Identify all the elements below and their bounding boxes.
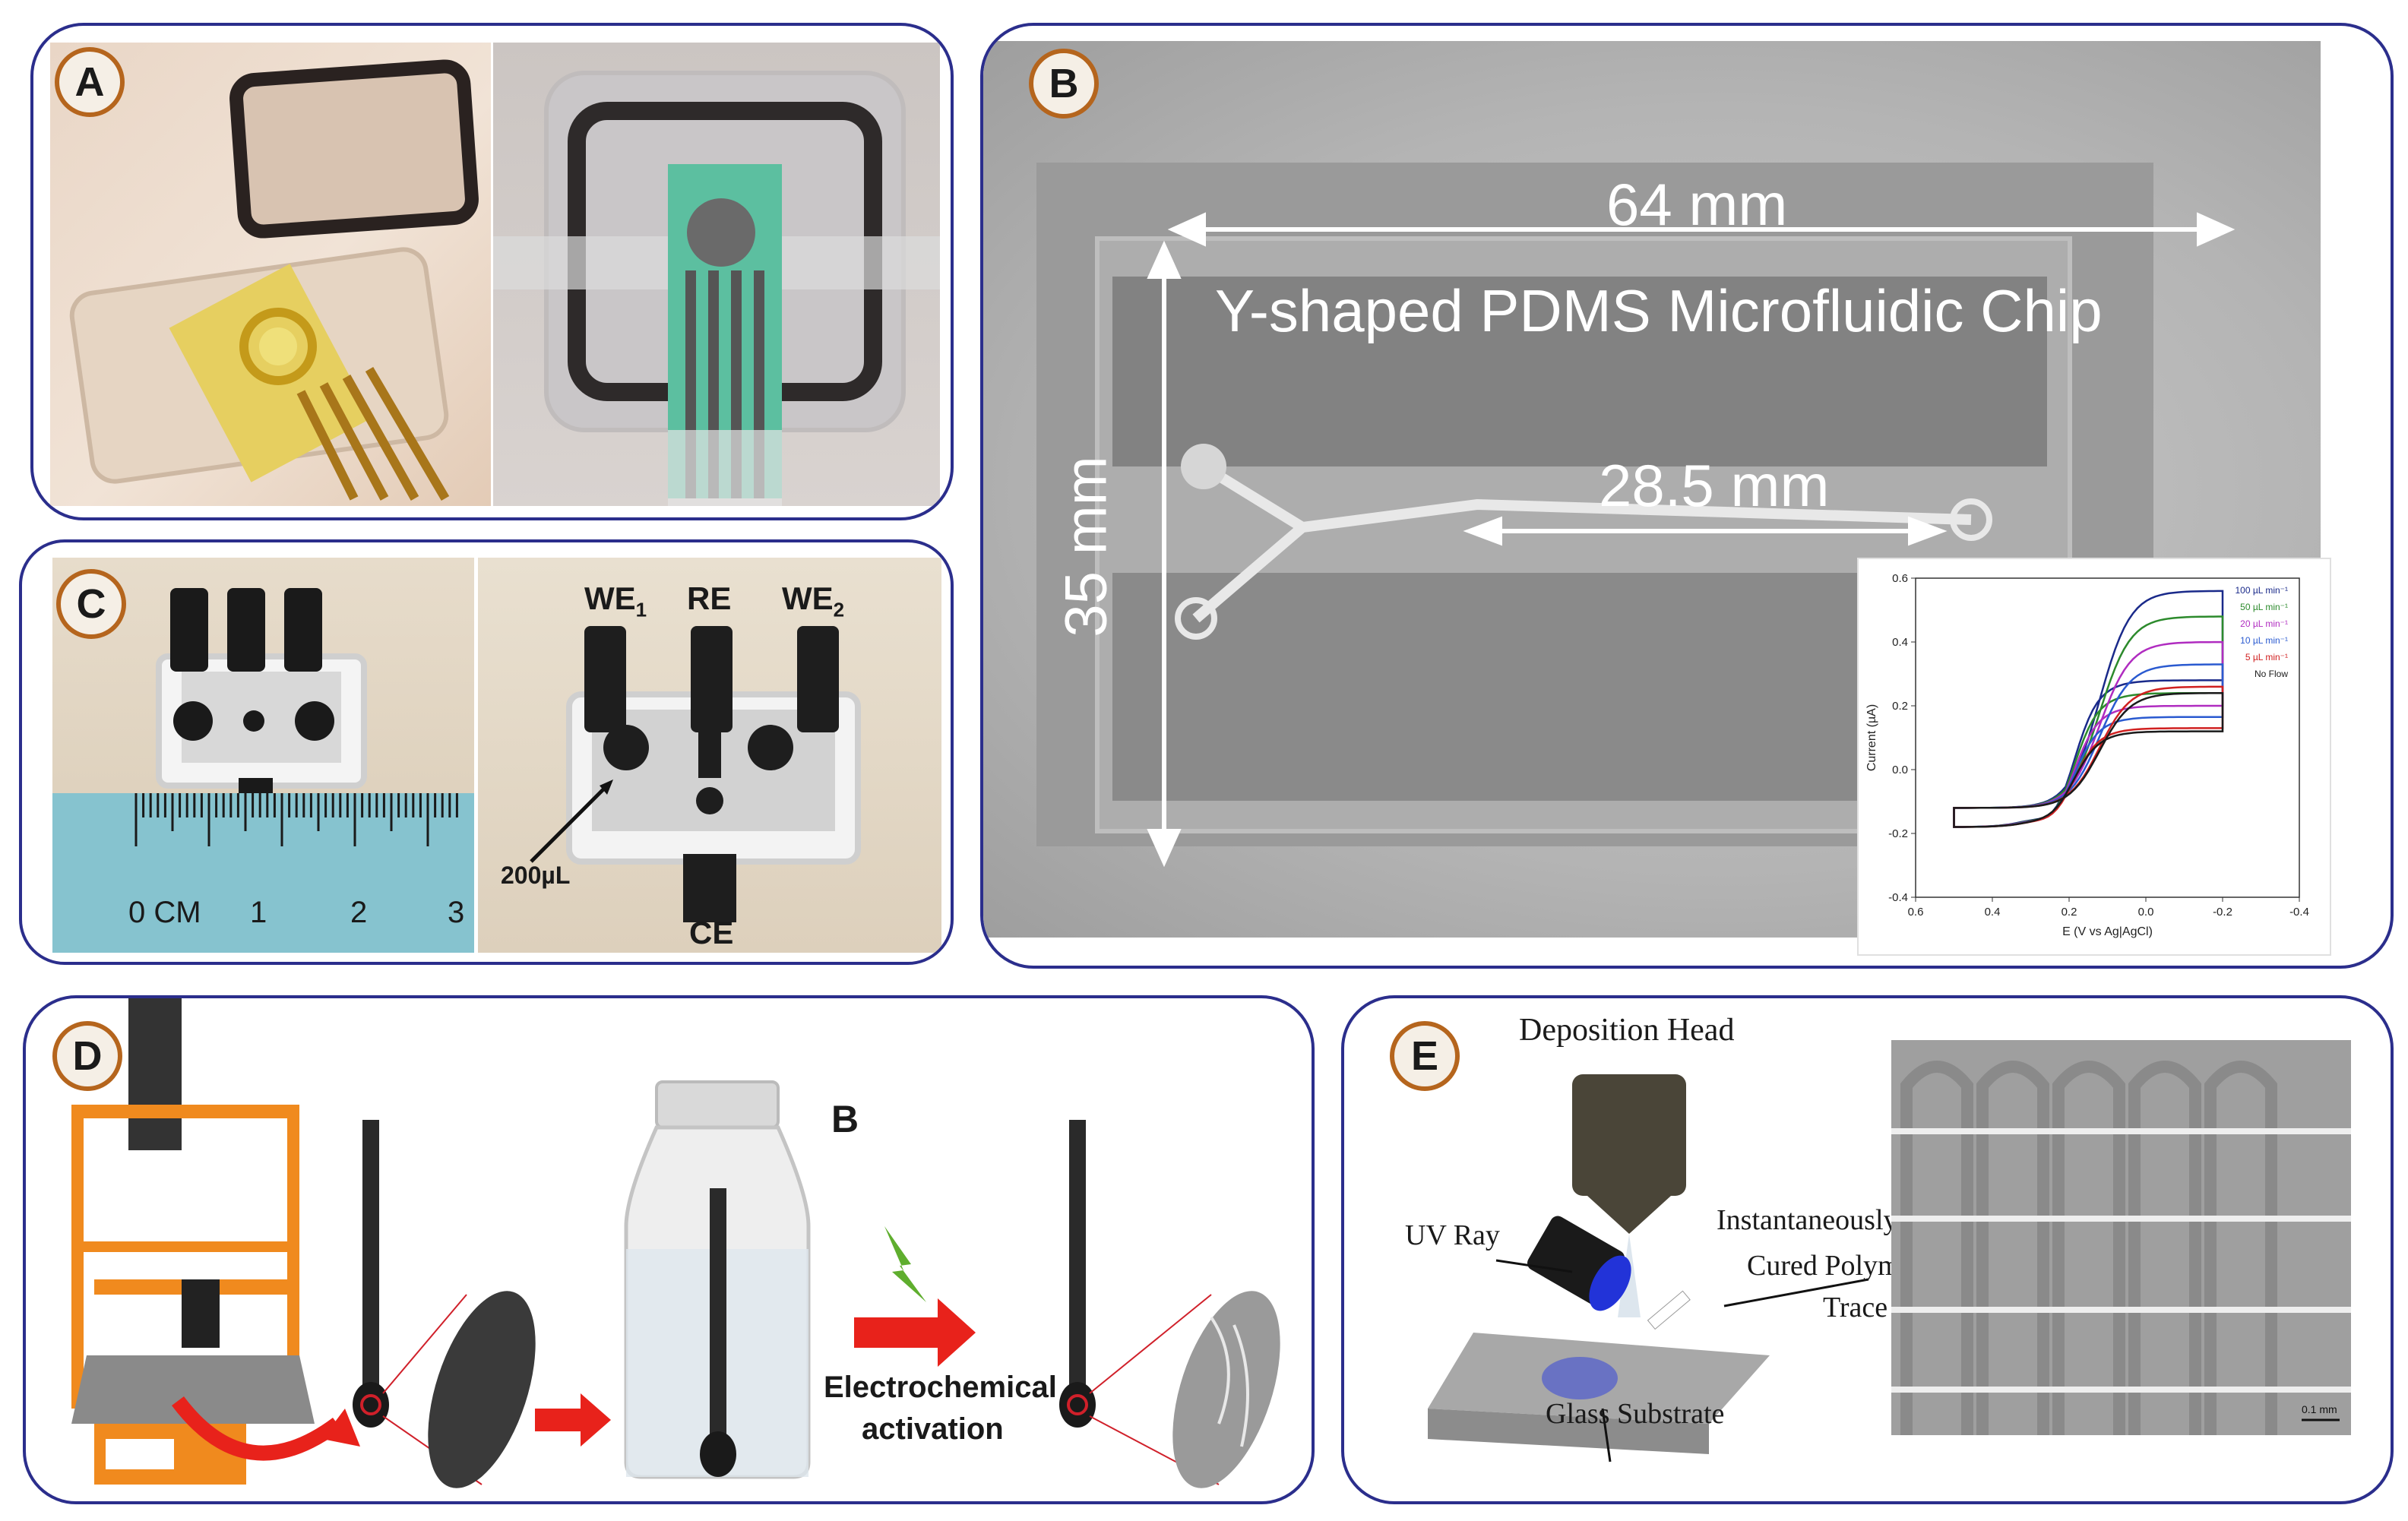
legend-entry: 20 µL min⁻¹ (2240, 618, 2288, 629)
cell-with-electrode-illustration (493, 71, 940, 506)
panel-b-badge: B (1029, 49, 1099, 119)
y-tick-label: 0.0 (1892, 764, 1908, 776)
volume-label: 200µL (501, 862, 571, 889)
panel-a-photo-right (493, 43, 940, 506)
legend-entry: 100 µL min⁻¹ (2236, 585, 2289, 596)
ruler-tick-3: 3 (448, 896, 465, 929)
printer-icon (71, 998, 315, 1485)
panel-c: C 0 CM 1 2 3 (19, 539, 954, 965)
printed-traces-micrograph: 0.1 mm (1891, 1040, 2351, 1435)
panel-d: D (23, 995, 1315, 1504)
cell-with-ruler-illustration (52, 588, 474, 953)
y-tick-label: -0.4 (1888, 891, 1908, 904)
channel-length-label: 28.5 mm (1599, 452, 1830, 519)
y-tick-label: 0.2 (1892, 700, 1908, 713)
x-tick-label: -0.4 (2289, 906, 2309, 919)
ruler-tick-1: 1 (250, 896, 267, 929)
chip-height-label: 35 mm (1052, 456, 1119, 637)
activation-label-line2: activation (862, 1412, 1004, 1446)
we2-label: WE2 (782, 580, 845, 621)
plot-frame (1915, 577, 2300, 898)
y-axis-label: Current (µA) (1865, 704, 1878, 771)
panel-a-photo-left (50, 43, 491, 506)
ruler-tick-2: 2 (350, 896, 368, 929)
deposition-head-label: Deposition Head (1519, 1013, 1735, 1048)
printing-workflow-illustration (71, 998, 1280, 1488)
panel-a-badge: A (55, 47, 125, 117)
x-axis-label: E (V vs Ag|AgCl) (2062, 925, 2153, 938)
panel-b: B 64 mm Y-shaped PDMS Mi (980, 23, 2394, 969)
we1-label: WE1 (584, 580, 647, 621)
ruler-unit-label: 0 CM (128, 896, 201, 929)
ce-label: CE (689, 915, 734, 950)
panel-d-badge: D (52, 1021, 122, 1091)
x-tick-label: 0.4 (1985, 906, 2001, 919)
x-tick-label: 0.2 (2062, 906, 2077, 919)
chip-title-label: Y-shaped PDMS Microfluidic Chip (1215, 277, 2103, 344)
scale-bar-label: 0.1 mm (2302, 1403, 2337, 1415)
panel-e-badge: E (1390, 1021, 1460, 1091)
activation-label-line1: Electrochemical (824, 1371, 1057, 1404)
panel-c-badge: C (56, 569, 126, 639)
x-tick-label: 0.6 (1908, 906, 1924, 919)
uv-deposition-illustration (1428, 1074, 1869, 1462)
y-tick-label: -0.2 (1888, 827, 1908, 840)
glass-substrate-label: Glass Substrate (1546, 1398, 1725, 1430)
legend-entry: 5 µL min⁻¹ (2245, 652, 2288, 662)
x-tick-label: 0.0 (2138, 906, 2154, 919)
panel-c-photo-right: WE1 RE WE2 200µL CE (478, 558, 941, 953)
panel-e: E Deposition Head UV Ray Instantaneously… (1341, 995, 2394, 1504)
legend-entry: 10 µL min⁻¹ (2240, 635, 2288, 646)
sensor-on-chip-illustration (69, 59, 479, 501)
panel-c-photo-left: 0 CM 1 2 3 (52, 558, 474, 953)
y-tick-label: 0.4 (1892, 636, 1908, 649)
y-tick-label: 0.6 (1892, 572, 1908, 585)
vial-letter-label: B (831, 1098, 859, 1140)
re-label: RE (687, 580, 732, 616)
uv-ray-label: UV Ray (1405, 1219, 1500, 1251)
panel-a: A (30, 23, 954, 520)
series-line (1953, 663, 2224, 828)
x-tick-label: -0.2 (2213, 906, 2232, 919)
legend-entry: 50 µL min⁻¹ (2240, 602, 2288, 612)
chip-width-label: 64 mm (1606, 171, 1788, 238)
series-line (1953, 590, 2224, 828)
cured-trace-label-line3: Trace (1823, 1292, 1888, 1323)
legend-entry: No Flow (2255, 669, 2288, 679)
cured-trace-label-line1: Instantaneously (1717, 1204, 1898, 1236)
series-line (1953, 692, 2224, 828)
three-electrode-cell-illustration (530, 626, 861, 922)
series-line (1953, 640, 2224, 828)
micrograph-traces (1891, 1040, 2351, 1435)
